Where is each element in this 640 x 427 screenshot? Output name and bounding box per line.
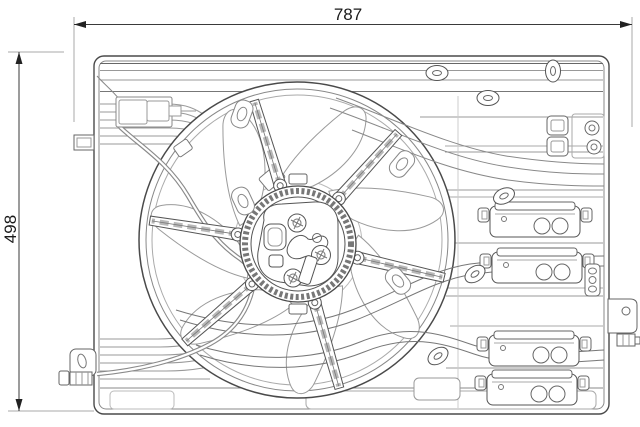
- hose-bundle-upper: [329, 97, 605, 187]
- mounting-bracket: [476, 330, 592, 367]
- motor-hub: [239, 173, 357, 315]
- dim-width-label: 787: [334, 5, 362, 24]
- hub-screw: [287, 213, 307, 233]
- corner-frames: [546, 113, 605, 159]
- label-plate: [413, 377, 461, 401]
- arrow-right-icon: [620, 21, 632, 28]
- mounting-bracket: [474, 369, 590, 406]
- shroud-slot: [476, 90, 500, 106]
- control-module: [115, 96, 196, 128]
- right-connector: [616, 333, 640, 347]
- shroud-slot: [425, 65, 449, 81]
- dim-height-label: 498: [1, 215, 20, 243]
- left-details: [58, 134, 97, 386]
- left-tab: [73, 134, 95, 151]
- arrow-up-icon: [15, 52, 23, 64]
- arrow-down-icon: [15, 399, 23, 411]
- dimension-width: 787: [73, 5, 633, 127]
- arrow-left-icon: [74, 21, 86, 28]
- right-panel: [413, 59, 640, 406]
- right-mounting-ear: [607, 298, 638, 334]
- dimension-height: 498: [1, 51, 94, 412]
- harness-connector: [173, 138, 193, 158]
- shroud-slot: [545, 59, 561, 83]
- triple-hole-boss: [584, 263, 601, 297]
- shroud-right-ribs: [420, 96, 603, 408]
- bottom-left-connector: [58, 370, 93, 386]
- mounting-bracket: [479, 247, 595, 284]
- mounting-bracket: [477, 201, 593, 238]
